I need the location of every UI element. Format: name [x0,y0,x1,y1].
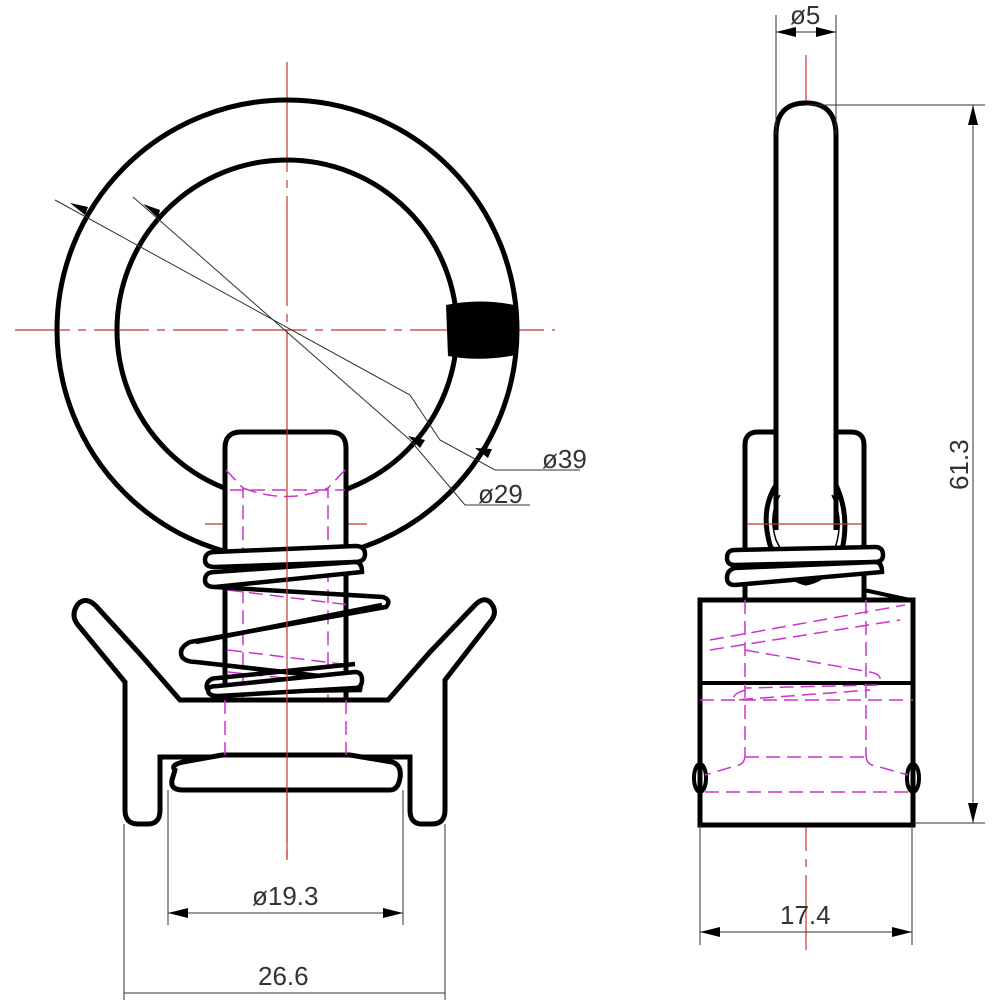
dim-wire-diameter: ø5 [790,0,820,30]
diameter-leaders [54,196,580,506]
dim-overall-height: 61.3 [944,439,974,490]
stud-flange [169,752,403,793]
side-view: ø5 61.3 17.4 [692,0,985,950]
side-hidden-lines [700,600,913,793]
dim-flange-diameter-lines [167,790,404,925]
arrow-left [168,908,188,918]
base-v-arms [71,597,497,827]
dim-ring-inner-diameter: ø29 [478,479,523,509]
front-view: ø39 ø29 ø19.3 26.6 [15,62,587,1000]
arrow-right [383,908,403,918]
side-nub-left [692,762,708,794]
dim-base-width-lines [123,824,446,1000]
side-spring-coils [724,544,886,588]
dim-flange-diameter: ø19.3 [252,881,319,911]
spring-coils [178,543,391,699]
side-nub-right [905,762,921,794]
dim-body-width: 17.4 [780,900,831,930]
base-hidden-lines [224,700,347,755]
side-ring-wire [773,100,839,530]
dim-ring-outer-diameter: ø39 [542,444,587,474]
leader-arrows [70,203,492,458]
ring-weld-joint [446,301,516,359]
side-body [697,597,916,828]
side-ring-loop [763,483,848,586]
dim-base-width: 26.6 [258,961,309,991]
dim-body-width-lines [699,825,913,945]
